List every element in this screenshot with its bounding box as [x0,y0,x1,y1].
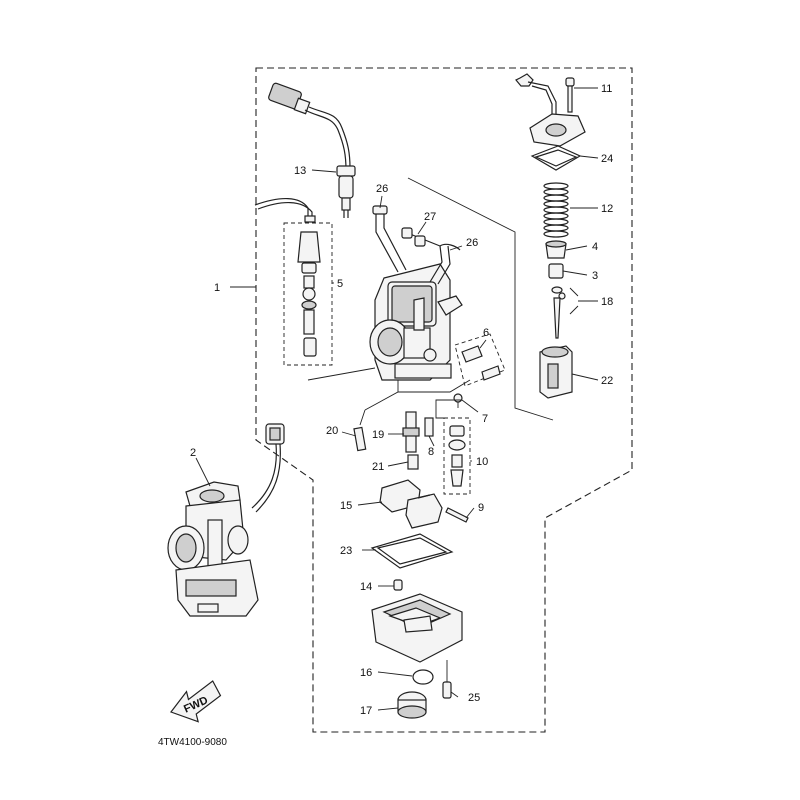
throttle-stop-screw-kit[interactable] [297,231,321,357]
callout-26-right: 26 [466,237,478,249]
drawing-code: 4TW4100-9080 [158,737,227,748]
callout-6: 6 [483,327,489,339]
body-leader-lines [307,367,471,411]
carburetor-body[interactable] [369,263,463,381]
callout-1: 1 [214,282,220,294]
callout-9: 9 [478,502,484,514]
forward-direction-arrow: FWD [170,680,222,723]
callout-23: 23 [340,545,352,557]
callout-labels: 1 2 3 4 5 6 7 8 9 10 11 12 13 14 15 16 1… [190,83,613,717]
screw-25[interactable] [442,660,452,699]
pilot-jet-leader [359,409,366,426]
jet-box-leader [435,399,462,419]
pilot-jet-20[interactable] [353,426,367,452]
float-15[interactable] [379,479,443,529]
pilot-screw-set[interactable] [461,345,501,381]
vent-hoses[interactable] [372,205,461,285]
drain-plug-17[interactable] [397,691,427,719]
jet-needle-18[interactable] [551,286,566,339]
screw-14[interactable] [393,579,403,591]
assembly-boundary [255,67,633,733]
callout-4: 4 [592,241,598,253]
throttle-valve-22[interactable] [539,345,573,399]
screw-7[interactable] [453,393,463,408]
jet-kit[interactable] [448,425,466,487]
callout-25: 25 [468,692,480,704]
callout-13: 13 [294,165,306,177]
callout-3: 3 [592,270,598,282]
callout-12: 12 [601,203,613,215]
top-cap-bolt-11[interactable] [515,73,575,118]
callout-26-left: 26 [376,183,388,195]
starter-jet-21[interactable] [407,454,419,470]
needle-jet-8[interactable] [424,417,434,437]
callout-15: 15 [340,500,352,512]
callout-8: 8 [428,446,434,458]
spring-seat-4[interactable] [545,240,567,259]
throttle-sensor-lead[interactable] [268,82,356,218]
part-5-kit-box [283,222,333,366]
callout-11: 11 [601,83,612,95]
callout-10: 10 [476,456,488,468]
sensor-wire [254,198,316,223]
float-pin-9[interactable] [445,507,469,523]
throttle-valve-spring-12[interactable] [543,182,569,238]
callout-7: 7 [482,413,488,425]
float-bowl[interactable] [371,593,463,663]
hose-fitting[interactable] [401,227,426,247]
callout-14: 14 [360,581,372,593]
leader-lines [195,87,599,711]
top-cap-gasket-24[interactable] [530,145,582,171]
callout-2: 2 [190,447,196,459]
callout-20: 20 [326,425,338,437]
callout-24: 24 [601,153,613,165]
carburetor-assembly-2[interactable] [167,423,285,617]
callout-22: 22 [601,375,613,387]
callout-19: 19 [372,429,384,441]
top-cap[interactable] [529,113,586,147]
part-6-box [454,333,506,387]
main-jet-holder-19[interactable] [402,411,420,453]
callout-17: 17 [360,705,372,717]
callout-21: 21 [372,461,384,473]
callout-16: 16 [360,667,372,679]
part-10-jet-box [443,417,471,495]
needle-bracket-line [407,177,554,421]
o-ring-16[interactable] [412,669,434,685]
needle-holder-3[interactable] [548,263,564,279]
callout-27: 27 [424,211,436,223]
callout-5: 5 [337,278,343,290]
bowl-gasket-23[interactable] [370,533,454,569]
callout-18: 18 [601,296,613,308]
